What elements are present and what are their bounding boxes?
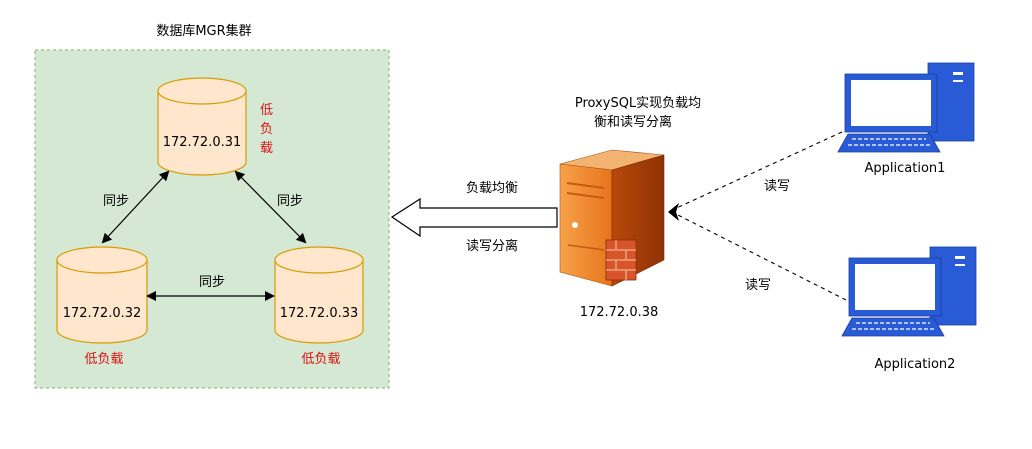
- db-cylinder-top: [157, 77, 247, 105]
- db-cylinder-body: [56, 260, 148, 344]
- application-edges: 读写 读写: [668, 131, 847, 301]
- application-name: Application2: [875, 357, 956, 372]
- cluster-title: 数据库MGR集群: [156, 23, 251, 39]
- arrow-label-load-balance: 负载均衡: [466, 181, 518, 196]
- db-node-1: 172.72.0.31: [157, 77, 247, 176]
- hollow-arrow: [390, 197, 558, 238]
- sync-label-right: 同步: [277, 194, 303, 209]
- sync-label-bottom: 同步: [199, 275, 225, 290]
- proxysql-node: ProxySQL实现负载均 衡和读写分离 172.72.0.38: [559, 96, 701, 320]
- proxy-title-line2: 衡和读写分离: [594, 114, 672, 130]
- desktop-computer-icon: [841, 246, 977, 337]
- load-char-3: 载: [260, 141, 273, 156]
- server-firewall-icon: [559, 149, 665, 287]
- db-load-label: 低负载: [301, 352, 340, 367]
- db-node-2: 172.72.0.32 低负载: [56, 246, 148, 367]
- db-load-label: 低负载: [84, 352, 123, 367]
- application-2: Application2: [841, 246, 977, 372]
- application-1: Application1: [837, 62, 975, 176]
- proxy-ip-label: 172.72.0.38: [580, 305, 659, 320]
- edge-label-app2: 读写: [745, 278, 771, 293]
- load-char-2: 负: [260, 122, 273, 137]
- db-node-1-load: 低 负 载: [260, 103, 273, 156]
- edge-app2-proxy: [669, 210, 847, 301]
- application-name: Application1: [865, 161, 946, 176]
- sync-edges: 同步 同步 同步: [101, 170, 307, 301]
- db-node-3: 172.72.0.33 低负载: [274, 246, 364, 367]
- db-cylinder-body: [157, 91, 247, 176]
- db-ip-label: 172.72.0.31: [163, 135, 242, 150]
- sync-label-left: 同步: [103, 194, 129, 209]
- db-ip-label: 172.72.0.32: [63, 306, 142, 321]
- db-cylinder-top: [56, 246, 148, 274]
- db-cylinder-top: [274, 246, 364, 274]
- arrow-label-rw-split: 读写分离: [466, 238, 518, 254]
- edge-arrowhead: [668, 203, 679, 221]
- desktop-computer-icon: [837, 62, 975, 153]
- sync-arrow-left: [101, 170, 170, 244]
- edge-label-app1: 读写: [764, 179, 790, 194]
- edge-app1-proxy: [669, 131, 843, 212]
- load-char-1: 低: [260, 103, 273, 118]
- sync-arrow-right: [234, 170, 307, 244]
- proxy-to-cluster-arrow: 负载均衡 读写分离: [390, 181, 558, 254]
- db-cylinder-body: [274, 260, 364, 344]
- db-ip-label: 172.72.0.33: [280, 306, 359, 321]
- proxy-title-line1: ProxySQL实现负载均: [575, 96, 701, 111]
